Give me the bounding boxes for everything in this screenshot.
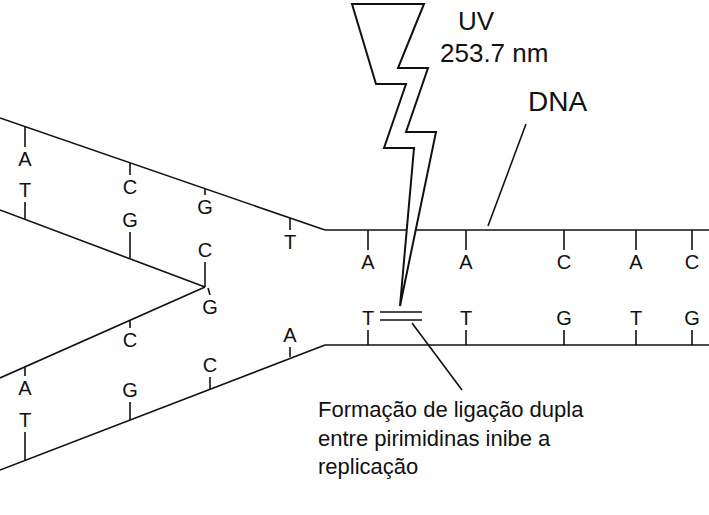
base-letter: A (361, 252, 374, 272)
base-tick (204, 262, 206, 287)
part-label: DNA (528, 88, 587, 116)
base-tick (209, 377, 211, 389)
base-tick (635, 330, 637, 345)
annotation-note: Formação de ligação dupla entre pirimidi… (318, 396, 618, 482)
base-tick (691, 330, 693, 345)
strand-line (0, 210, 205, 287)
base-letter: T (362, 308, 374, 328)
base-tick (367, 230, 369, 250)
base-letter: A (283, 325, 296, 345)
wavelength-label: 253.7 nm (440, 40, 548, 66)
base-tick (208, 288, 210, 295)
base-letter: C (203, 355, 217, 375)
base-letter: C (685, 252, 699, 272)
base-tick (367, 330, 369, 345)
strand-line (0, 287, 205, 378)
base-letter: C (123, 330, 137, 350)
strand-line (325, 344, 709, 346)
strand-line (0, 345, 325, 470)
leader-line (488, 124, 526, 226)
base-tick (24, 127, 26, 147)
base-tick (24, 202, 26, 219)
base-letter: G (556, 308, 572, 328)
base-letter: G (122, 380, 138, 400)
base-tick (129, 320, 131, 328)
base-letter: T (460, 308, 472, 328)
strand-line (325, 229, 709, 231)
strand-line (0, 118, 325, 230)
base-tick (204, 189, 206, 195)
base-tick (691, 230, 693, 250)
base-tick (563, 230, 565, 250)
base-tick (129, 163, 131, 175)
base-tick (289, 218, 291, 230)
wavelength-label: UV (458, 8, 494, 34)
base-tick (289, 347, 291, 357)
base-letter: T (19, 180, 31, 200)
base-letter: A (18, 149, 31, 169)
base-letter: T (630, 308, 642, 328)
base-tick (24, 432, 26, 460)
base-letter: T (284, 232, 296, 252)
base-tick (129, 402, 131, 420)
leader-line (412, 323, 462, 390)
base-tick (24, 367, 26, 376)
base-letter: G (684, 308, 700, 328)
base-tick (635, 230, 637, 250)
base-letter: C (557, 252, 571, 272)
base-letter: A (629, 252, 642, 272)
base-letter: G (197, 197, 213, 217)
base-letter: T (19, 410, 31, 430)
base-tick (465, 330, 467, 345)
base-letter: A (18, 378, 31, 398)
base-letter: A (459, 252, 472, 272)
uv-lightning (352, 4, 436, 306)
base-letter: C (198, 240, 212, 260)
dimer-bond (380, 311, 422, 313)
base-tick (465, 230, 467, 250)
base-letter: C (123, 177, 137, 197)
base-letter: G (202, 297, 218, 317)
dimer-bond (380, 319, 422, 321)
base-tick (563, 330, 565, 345)
base-tick (129, 232, 131, 258)
base-letter: G (122, 210, 138, 230)
